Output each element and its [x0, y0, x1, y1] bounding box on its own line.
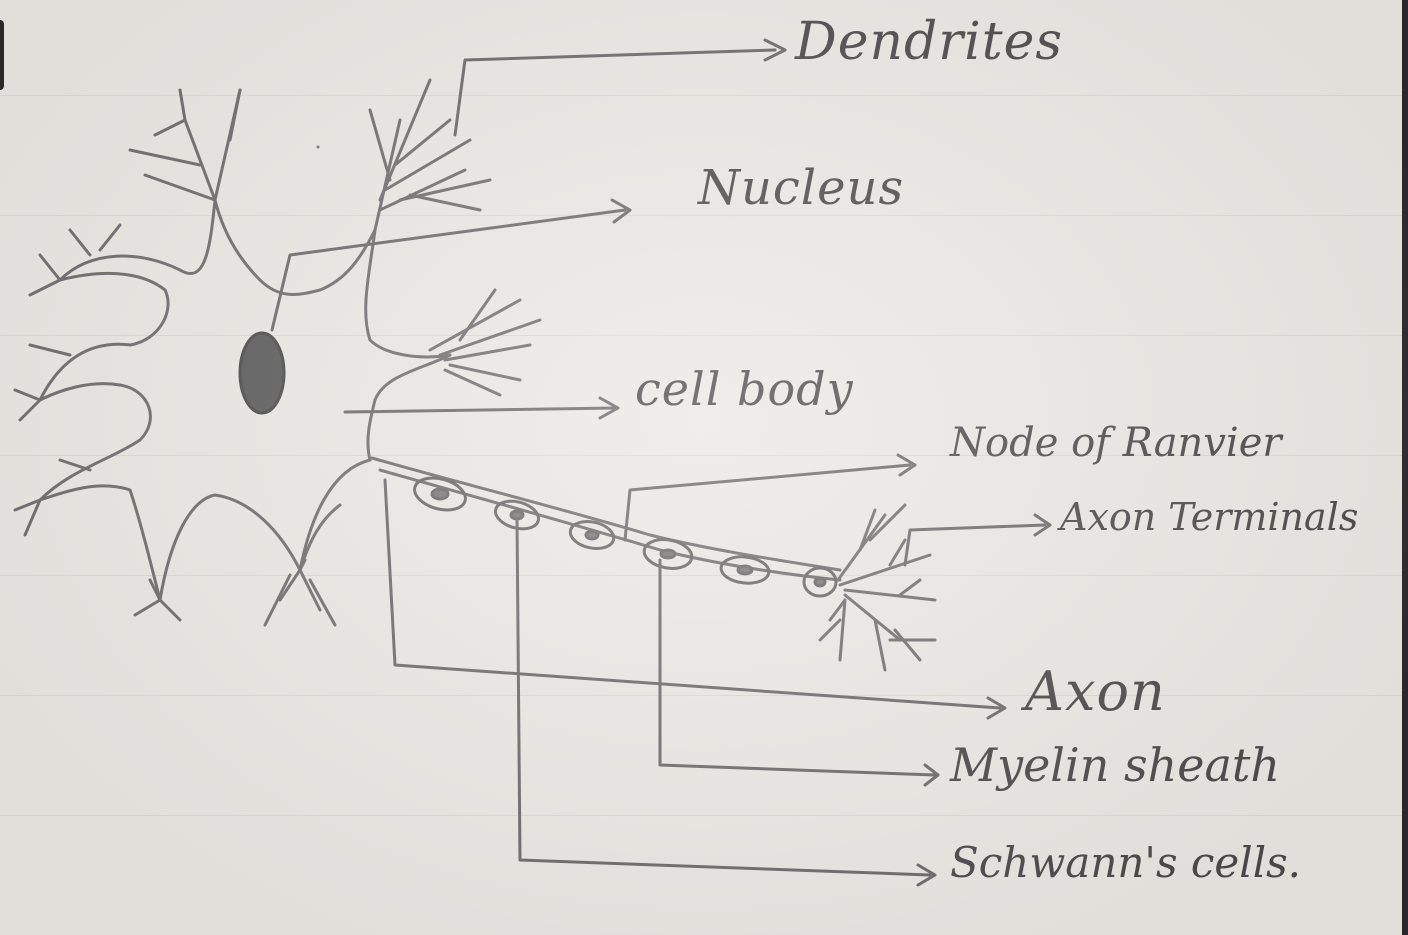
- nucleus-shape: [240, 333, 284, 413]
- pencil-dot: [317, 146, 320, 149]
- page-edge-shadow: [1402, 0, 1408, 935]
- label-axon: Axon: [1025, 660, 1166, 723]
- label-axon-terminals: Axon Terminals: [1060, 495, 1358, 539]
- label-cell-body: cell body: [635, 362, 854, 416]
- label-myelin-sheath: Myelin sheath: [950, 738, 1280, 792]
- label-schwanns-cells: Schwann's cells.: [950, 838, 1301, 887]
- label-node-of-ranvier: Node of Ranvier: [950, 420, 1282, 466]
- label-nucleus: Nucleus: [698, 160, 904, 216]
- myelin-segments: [411, 473, 836, 596]
- label-dendrites: Dendrites: [795, 12, 1063, 72]
